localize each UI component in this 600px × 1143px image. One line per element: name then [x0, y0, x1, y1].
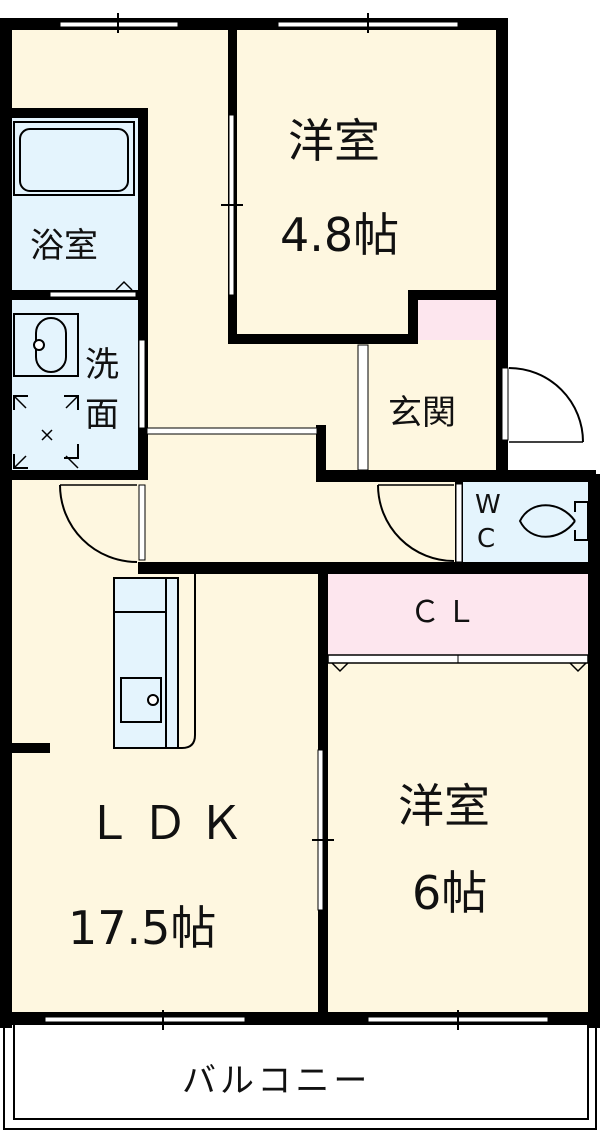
bathroom-floor: [10, 118, 138, 290]
toilet-icon: [518, 501, 589, 541]
room-size-ldk: 17.5帖: [68, 901, 217, 955]
openings: [44, 13, 589, 1030]
room-label-balcony: バルコニー: [182, 1061, 372, 1101]
washbasin-icon: [13, 313, 79, 377]
door-swings: [59, 367, 584, 563]
room-label-wc-2: C: [477, 524, 496, 554]
room-size-western-1: 4.8帖: [280, 208, 400, 262]
room-label-washroom-2: 面: [85, 395, 119, 435]
entry-door-swing: [508, 367, 584, 443]
room-label-washroom-1: 洗: [85, 345, 119, 385]
room-label-western-1: 洋室: [288, 114, 380, 168]
toilet-floor: [460, 482, 588, 564]
room-size-western-2: 6帖: [412, 866, 488, 920]
room-label-wc-1: W: [475, 490, 501, 520]
room-label-western-2: 洋室: [398, 779, 490, 833]
floor-fills: [0, 25, 600, 1143]
washing-machine-space-icon: [13, 395, 79, 469]
wc-door-swing: [377, 484, 455, 562]
room-label-ldk: ＬＤＫ: [86, 796, 254, 850]
fixtures: [3, 121, 597, 1130]
kitchen-counter-icon: [113, 574, 196, 749]
bathtub-icon: [13, 121, 135, 196]
shoe-storage: [418, 300, 500, 340]
ldk-door-swing: [59, 484, 138, 563]
washroom-floor: [10, 298, 138, 470]
room-label-entrance: 玄関: [388, 393, 456, 433]
room-label-bathroom: 浴室: [30, 226, 98, 266]
closet-floor: [328, 572, 590, 660]
room-label-closet: ＣＬ: [410, 595, 482, 630]
